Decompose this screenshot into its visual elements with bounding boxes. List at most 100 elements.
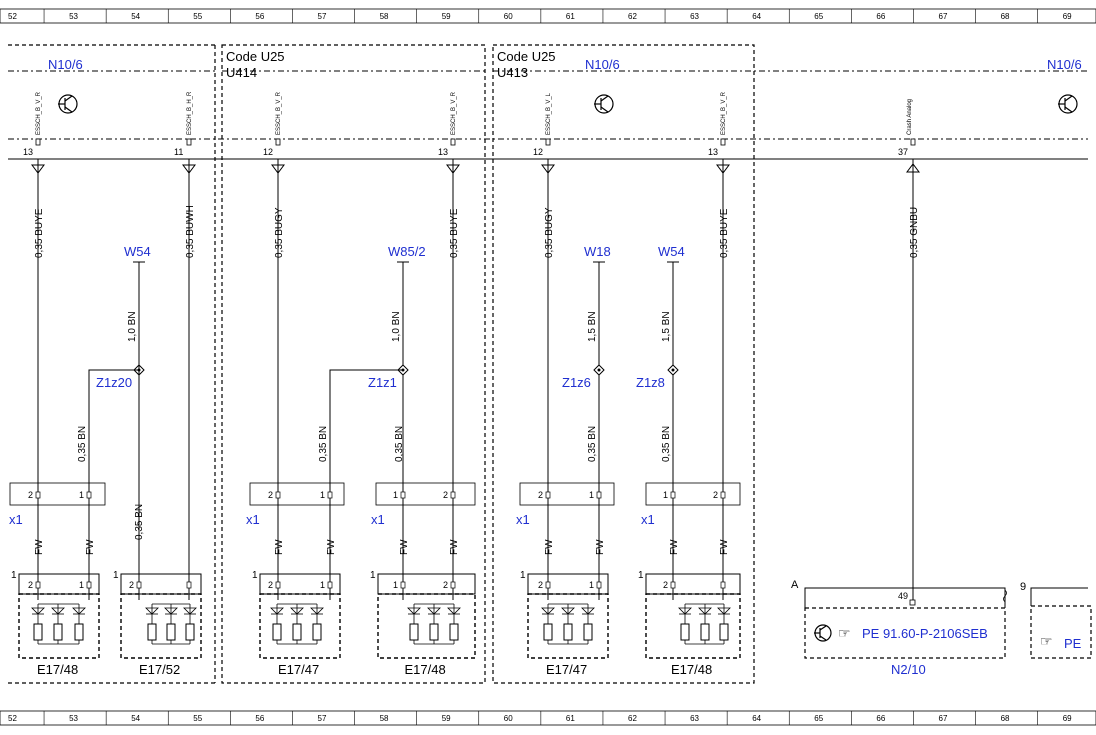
lamp-unit [259, 593, 341, 659]
lamp-connector [645, 573, 741, 595]
wire-label: 0,35 BN [318, 426, 329, 462]
wire-label: 0,35 BUGY [274, 207, 285, 258]
transistor-icon [1058, 94, 1078, 114]
lamp-pin-number: 1 [320, 580, 325, 590]
module-next-corner: 9 [1020, 581, 1026, 593]
wire-label: FW [669, 539, 680, 555]
ruler-column-label: 64 [752, 12, 761, 21]
lamp-name: E17/48 [405, 662, 446, 677]
module-next-reference-link[interactable]: PE [1064, 636, 1082, 651]
lamp-connector [527, 573, 609, 595]
lamp-pin-number: 2 [268, 580, 273, 590]
led-icon [31, 603, 45, 645]
module-reference-link[interactable]: PE 91.60-P-2106SEB [862, 626, 988, 641]
plug-pin-number: 1 [79, 490, 84, 500]
lamp-pin-number: 2 [663, 580, 668, 590]
wire-label: FW [449, 539, 460, 555]
ruler-column-label: 65 [814, 12, 823, 21]
module-n2-10 [804, 159, 1007, 659]
lamp-name: E17/48 [37, 662, 78, 677]
frame-u413 [492, 44, 755, 684]
top-ruler [0, 8, 1096, 24]
transistor-icon [814, 624, 832, 642]
lamp-name: E17/52 [139, 662, 180, 677]
module-label-n10-6-left: N10/6 [48, 57, 83, 72]
wire-label: 0,35 BUWH [185, 205, 196, 258]
splice-label: Z1z1 [368, 375, 397, 390]
ruler-column-label: 53 [69, 714, 78, 723]
pin-signal-label: ESSCH_B_V_L [546, 92, 552, 135]
frame-code-u414: Code U25 [226, 49, 285, 64]
plug-pin-number: 2 [713, 490, 718, 500]
module-boundary-upper [8, 70, 1088, 140]
ruler-column-label: 59 [442, 12, 451, 21]
ruler-column-label: 67 [939, 12, 948, 21]
plug-pin-number: 2 [28, 490, 33, 500]
frame-variant-u413: U413 [497, 65, 528, 80]
led-icon [183, 603, 197, 645]
ruler-column-label: 58 [380, 12, 389, 21]
lamp-pin-number: 2 [129, 580, 134, 590]
ruler-column-label: 64 [752, 714, 761, 723]
ruler-column-label: 54 [131, 12, 140, 21]
pin-number: 11 [174, 147, 183, 157]
lamp-pin-number: 1 [638, 570, 644, 581]
lamp-connector [377, 573, 476, 595]
pin-number: 37 [898, 147, 908, 157]
wire-label: 1,5 BN [587, 311, 598, 342]
lamp-unit [120, 593, 202, 659]
ruler-column-label: 67 [939, 714, 948, 723]
led-icon [717, 603, 731, 645]
splice-label: Z1z6 [562, 375, 591, 390]
ground-label: W54 [658, 244, 685, 259]
pin-arrow-icon [31, 164, 45, 174]
plug-label: x1 [371, 512, 385, 527]
plug-pin-number: 1 [589, 490, 594, 500]
lamp-pin-number: 1 [520, 570, 526, 581]
wire-label: 0,35 BN [394, 426, 405, 462]
pin-signal-label: ESSCH_B_V_R [451, 91, 457, 135]
wire-label: FW [719, 539, 730, 555]
pin-signal-label: ESSCH_B_V_R [276, 91, 282, 135]
led-icon [290, 603, 304, 645]
module-name: N2/10 [891, 662, 926, 677]
transistor-icon [58, 94, 78, 114]
lamp-unit [527, 593, 609, 659]
ground-label: W18 [584, 244, 611, 259]
lamp-pin-number: 2 [443, 580, 448, 590]
lamp-pin-number: 1 [589, 580, 594, 590]
ruler-column-label: 66 [876, 714, 885, 723]
pointing-hand-icon: ☞ [1040, 633, 1053, 649]
ruler-column-label: 60 [504, 12, 513, 21]
pin-arrow-icon [446, 164, 460, 174]
wire-label: 1,0 BN [127, 311, 138, 342]
led-icon [72, 603, 86, 645]
ruler-column-label: 65 [814, 714, 823, 723]
lamp-name: E17/47 [546, 662, 587, 677]
plug-housing [519, 482, 615, 506]
ruler-column-label: 61 [566, 12, 575, 21]
wire-label: 0,35 BUYE [34, 208, 45, 258]
wire-label: FW [85, 539, 96, 555]
pin-signal-label: ESSCH_B_V_R [721, 91, 727, 135]
ground-label: W54 [124, 244, 151, 259]
pin-signal-label: ESSCH_B_V_R [36, 91, 42, 135]
pin-number: 13 [23, 147, 33, 157]
plug-label: x1 [246, 512, 260, 527]
splice-label: Z1z20 [96, 375, 132, 390]
lamp-name: E17/48 [671, 662, 712, 677]
wire-label: FW [274, 539, 285, 555]
wire-label: 0,35 BUYE [449, 208, 460, 258]
plug-pin-number: 2 [443, 490, 448, 500]
ruler-column-label: 54 [131, 714, 140, 723]
lamp-connector [259, 573, 341, 595]
pin-signal-label: Crash Analog [907, 99, 913, 135]
lamp-pin-number: 1 [11, 570, 17, 581]
pin-arrow-icon [716, 164, 730, 174]
lamp-pin-number: 1 [370, 570, 376, 581]
led-icon [164, 603, 178, 645]
module-next [1030, 587, 1092, 659]
transistor-icon [594, 94, 614, 114]
lamp-pin-number: 1 [79, 580, 84, 590]
